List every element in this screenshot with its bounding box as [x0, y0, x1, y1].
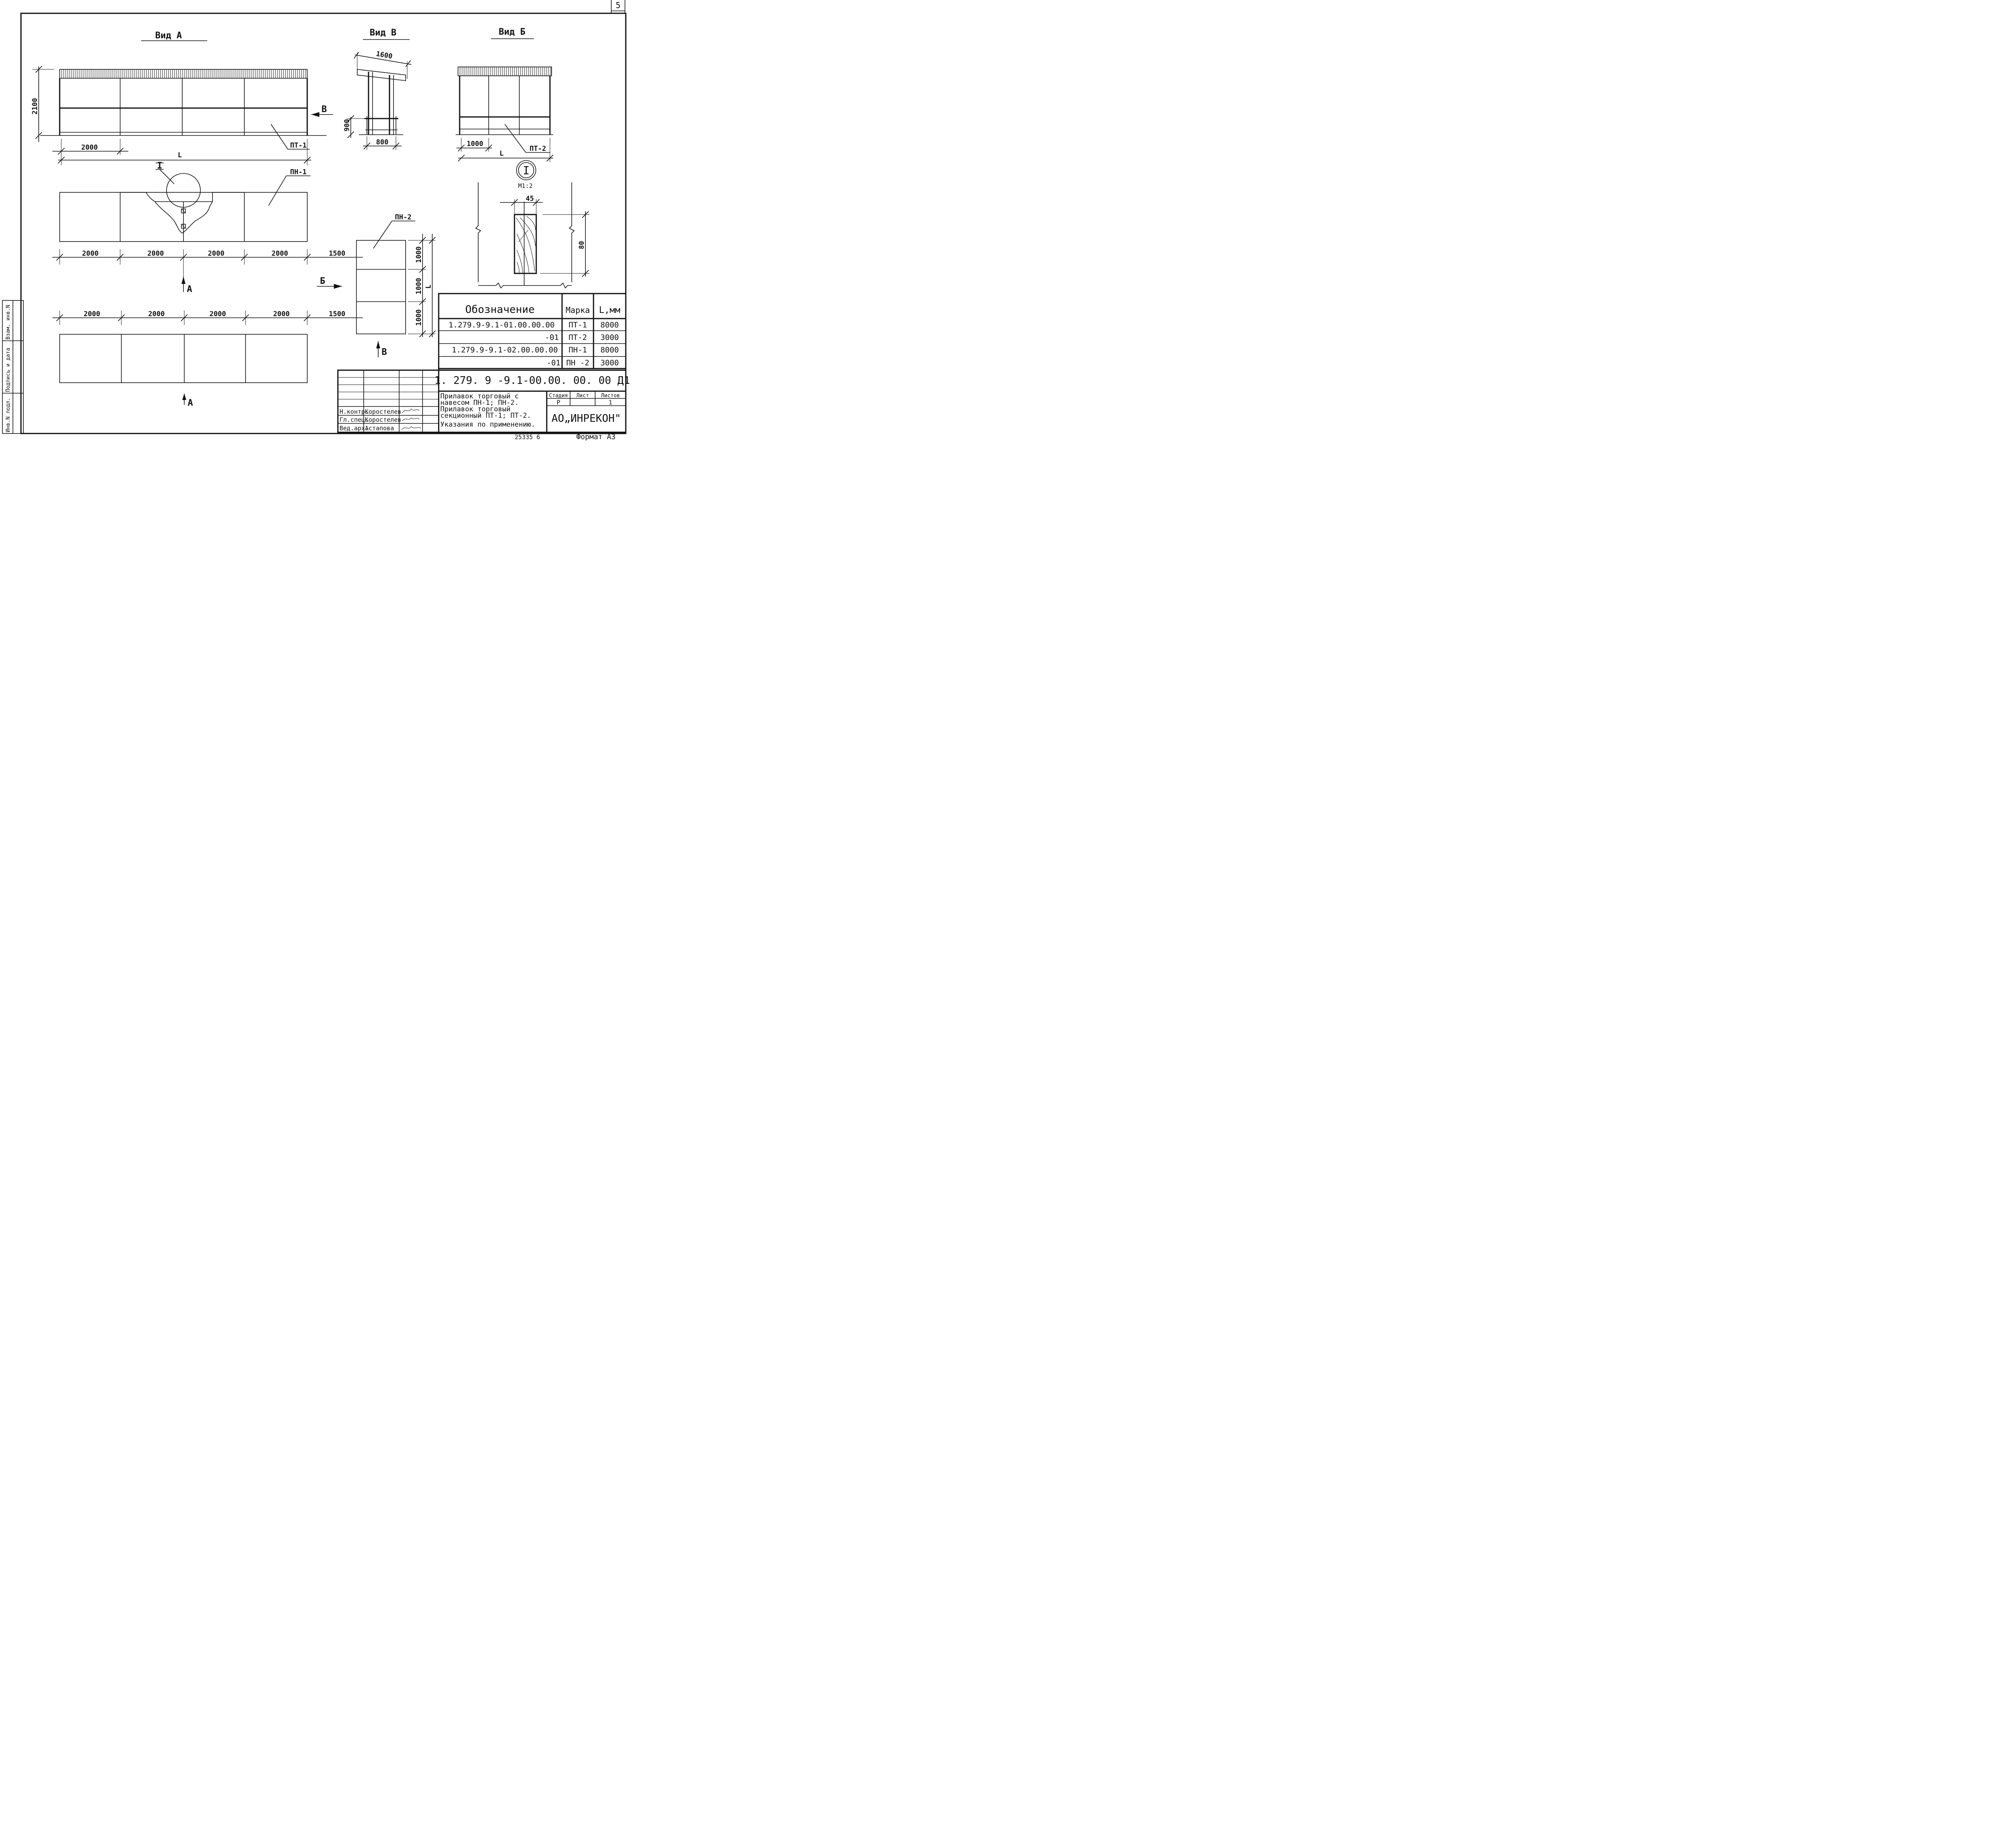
staff-role-1: Н.контр. [339, 408, 369, 415]
desc-line-3: Прилавок торговый [440, 405, 510, 413]
dim-1000-1: 1000 [415, 246, 423, 263]
dim-45: 45 [526, 195, 534, 203]
arrow-v-bottom-label: В [381, 347, 387, 357]
format-label: Формат А3 [576, 433, 616, 441]
dim-row2-4: 2000 [273, 310, 290, 318]
dim-row1-2: 2000 [148, 250, 164, 258]
dim-80: 80 [578, 241, 586, 249]
view-a: Вид А 2100 2000 L П [31, 31, 333, 165]
canopy-hatch [61, 69, 306, 78]
desc-line-5: Указания по применению. [440, 421, 535, 429]
dim-2000-a: 2000 [81, 144, 98, 152]
archive-number: 25335 6 [514, 433, 540, 441]
dim-row1-1: 2000 [82, 250, 99, 258]
spec-row2-length: 3000 [600, 333, 619, 342]
sheet-header: Лист [576, 393, 589, 399]
dim-800: 800 [376, 138, 389, 146]
plan-pt1: 2000 2000 2000 2000 1500 А [52, 310, 363, 408]
stamp-signature-date: Подпись и дата [5, 348, 11, 392]
spec-row1-mark: ПТ-1 [569, 321, 587, 329]
dim-row1-3: 2000 [208, 250, 225, 258]
signature-3 [401, 426, 421, 430]
arrow-v-left-label: В [321, 104, 327, 115]
stage-header: Стадия [549, 393, 568, 399]
dim-row2-1: 2000 [84, 310, 100, 318]
dim-2100: 2100 [31, 98, 39, 115]
view-v-title: Вид В [370, 28, 396, 38]
spec-row1-length: 8000 [600, 321, 619, 329]
signature-2 [402, 417, 420, 421]
desc-line-4: секционный ПТ-1; ПТ-2. [440, 412, 531, 420]
view-b: Вид Б 1000 L ПТ-2 [456, 27, 554, 162]
dim-1500-b: 1500 [329, 310, 346, 318]
view-a-title: Вид А [155, 31, 182, 41]
spec-header-mark: Марка [566, 305, 590, 315]
detail-i-callout: I [157, 161, 162, 171]
spec-table: Обозначение Марка L,мм 1.279.9-9.1-01.00… [438, 293, 627, 369]
canopy-hatch-b [460, 67, 551, 76]
staff-name-2: Коростелев [365, 416, 401, 423]
view-v: Вид В 1600 900 800 [343, 28, 412, 150]
spec-row2-designation: -01 [545, 333, 559, 342]
detail-i-symbol: I [523, 164, 530, 177]
dim-1000-3: 1000 [415, 309, 423, 326]
sheet-frame: 5 [20, 0, 627, 434]
spec-row4-designation: -01 [547, 358, 560, 367]
spec-header-designation: Обозначение [465, 304, 535, 316]
dim-l-vert: L [425, 285, 433, 289]
spec-row3-mark: ПН-1 [569, 346, 587, 354]
drawing-sheet: 5 Инв.N подл. Подпись и дата Взам. инв.N… [2, 0, 630, 441]
stage-value: Р [556, 399, 560, 406]
arrow-a1-label: А [187, 284, 192, 294]
staff-role-3: Вед.арх. [339, 425, 369, 432]
plan-pn1: I ПН-1 2000 2000 2000 2000 1500 А Б [52, 161, 363, 294]
view-b-title: Вид Б [499, 27, 525, 37]
spec-row2-mark: ПТ-2 [569, 333, 587, 342]
stamp-vzam-inv: Взам. инв.N [5, 305, 11, 340]
dim-1000-b: 1000 [467, 140, 483, 148]
sheets-header: Листов [601, 393, 620, 399]
signature-1 [402, 408, 420, 413]
dim-1500-a: 1500 [329, 250, 346, 258]
sheets-value: 1 [608, 399, 612, 406]
spec-header-length: L,мм [599, 305, 621, 315]
label-pt2: ПТ-2 [530, 145, 546, 153]
sheet-number: 5 [616, 0, 621, 10]
arrow-a2-label: А [187, 398, 193, 408]
dim-row2-2: 2000 [148, 310, 165, 318]
dim-row2-3: 2000 [210, 310, 226, 318]
detail-scale: М1:2 [518, 182, 533, 190]
spec-row4-mark: ПН -2 [566, 358, 589, 367]
arrow-b-label: Б [320, 276, 325, 286]
staff-name-3: Астапова [365, 425, 394, 432]
spec-row3-designation: 1.279.9-9.1-02.00.00.00 [452, 346, 558, 354]
label-pt1: ПТ-1 [290, 142, 307, 150]
doc-code: 1. 279. 9 -9.1-00.00. 00. 00 Д1 [434, 375, 630, 387]
dim-900: 900 [343, 119, 351, 131]
label-pn1: ПН-1 [290, 168, 307, 176]
side-stamp: Инв.N подл. Подпись и дата Взам. инв.N [2, 300, 24, 434]
dim-l-b: L [500, 150, 504, 158]
label-pn2: ПН-2 [395, 213, 412, 221]
plan-pn2: ПН-2 1000 1000 1000 L В [356, 213, 436, 357]
dim-1000-2: 1000 [415, 278, 423, 294]
organization: АО„ИНРЕКОН" [552, 413, 621, 425]
staff-role-2: Гл.спец. [339, 416, 369, 423]
desc-line-2: навесом ПН-1; ПН-2. [440, 399, 519, 407]
spec-row1-designation: 1.279.9-9.1-01.00.00.00 [448, 321, 554, 329]
detail-i: I М1:2 45 80 [475, 160, 589, 289]
spec-row4-length: 3000 [600, 358, 619, 367]
desc-line-1: Прилавок торговый с [440, 392, 519, 400]
dim-l-a: L [178, 151, 182, 159]
dim-row1-4: 2000 [272, 250, 288, 258]
spec-row3-length: 8000 [600, 346, 619, 354]
title-block: Н.контр. Коростелев Гл.спец. Коростелев … [337, 369, 630, 433]
stamp-inv-podl: Инв.N подл. [5, 398, 11, 432]
staff-name-1: Коростелев [365, 408, 401, 415]
